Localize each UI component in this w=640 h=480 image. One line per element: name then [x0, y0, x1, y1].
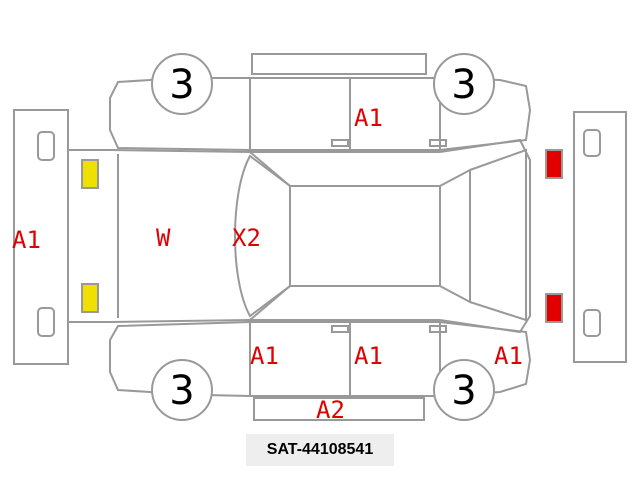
tire-bottom-left-icon: [151, 359, 213, 421]
tire-top-left-rating: 3: [169, 62, 194, 108]
rear-light-lower-icon: [545, 293, 563, 323]
mark-left-rear-door: A1: [354, 342, 383, 370]
tire-bottom-right-rating: 3: [451, 368, 476, 414]
mark-hood: X2: [232, 224, 261, 252]
mark-rear-left-quarter: A1: [494, 342, 523, 370]
tire-top-right-icon: [433, 53, 495, 115]
front-light-lower-icon: [81, 283, 99, 313]
mark-left-side: A1: [12, 226, 41, 254]
mark-right-upper-door: A1: [354, 104, 383, 132]
mark-left-front-door: A1: [250, 342, 279, 370]
tire-top-right-rating: 3: [451, 62, 476, 108]
tire-bottom-left-rating: 3: [169, 368, 194, 414]
car-top-view: [67, 138, 531, 334]
mark-left-rocker: A2: [316, 396, 345, 424]
rear-light-upper-icon: [545, 149, 563, 179]
inspection-id-caption: SAT-44108541: [246, 434, 394, 466]
tire-top-left-icon: [151, 53, 213, 115]
front-light-upper-icon: [81, 159, 99, 189]
tire-bottom-right-icon: [433, 359, 495, 421]
mark-roof: W: [156, 224, 171, 252]
front-bumper: [13, 109, 69, 365]
rear-bumper: [573, 111, 627, 363]
